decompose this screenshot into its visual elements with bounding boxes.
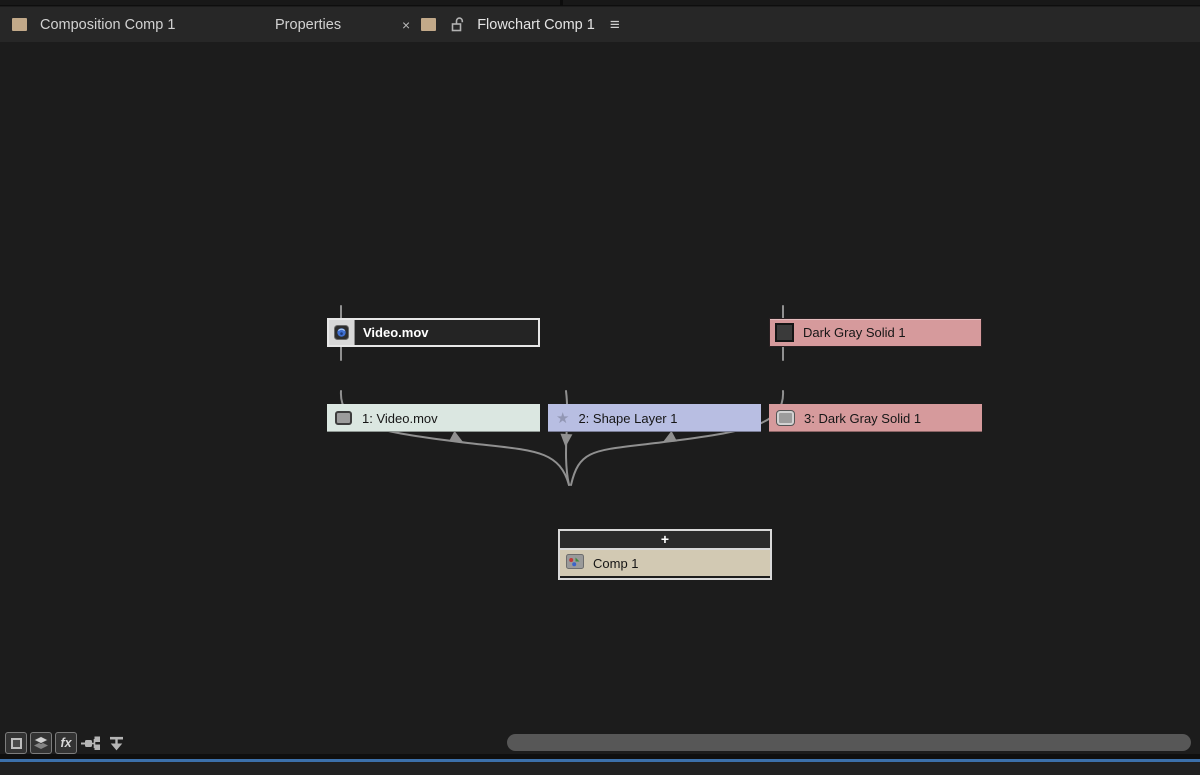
- show-layers-button[interactable]: [30, 732, 52, 754]
- connector-lines: [335, 305, 789, 486]
- horizontal-scrollbar-thumb[interactable]: [507, 734, 1191, 751]
- layers-icon: [33, 736, 49, 749]
- bottom-divider: [0, 754, 1200, 759]
- flow-direction-icon: [81, 736, 100, 750]
- node-label: 3: Dark Gray Solid 1: [804, 410, 922, 426]
- layer-icon: [335, 411, 352, 425]
- node-label: Dark Gray Solid 1: [803, 325, 906, 340]
- flowchart-toolbar: fx: [5, 732, 127, 754]
- node-footage-video[interactable]: Video.mov: [327, 318, 540, 347]
- tab-label: Flowchart Comp 1: [477, 16, 595, 33]
- unlock-icon[interactable]: [451, 17, 464, 32]
- panel-tab-bar: Composition Comp 1 Properties × Flowchar…: [0, 7, 1200, 48]
- flow-direction-button[interactable]: [80, 732, 102, 754]
- composition-icon: [566, 554, 584, 572]
- show-composition-frame-button[interactable]: [5, 732, 27, 754]
- panel-focus-border: [0, 759, 1200, 762]
- node-label: Video.mov: [363, 325, 429, 340]
- tab-composition[interactable]: Composition Comp 1: [12, 7, 175, 42]
- panel-icon: [12, 18, 27, 31]
- node-label: Comp 1: [593, 555, 639, 571]
- node-label: 2: Shape Layer 1: [578, 410, 678, 426]
- panel-menu-icon[interactable]: ≡: [609, 14, 620, 34]
- tab-label: Composition Comp 1: [40, 16, 176, 33]
- panel-icon: [421, 18, 437, 31]
- star-icon: ★: [556, 409, 570, 427]
- panel-divider: [560, 0, 563, 6]
- composition-frame-icon: [10, 737, 22, 749]
- node-layer-video[interactable]: 1: Video.mov: [327, 404, 540, 432]
- top-panel-edge: [0, 0, 1200, 6]
- tab-flowchart[interactable]: × Flowchart Comp 1 ≡: [402, 7, 620, 42]
- node-layer-solid[interactable]: 3: Dark Gray Solid 1: [769, 404, 982, 432]
- flowchart-canvas[interactable]: Video.mov Dark Gray Solid 1 1: Video.mov…: [0, 42, 1200, 754]
- footage-video-icon: [329, 320, 355, 345]
- down-arrow-bar-icon: [109, 736, 123, 750]
- composition-row[interactable]: Comp 1: [560, 550, 770, 576]
- node-footage-solid[interactable]: Dark Gray Solid 1: [769, 318, 982, 347]
- node-layer-shape[interactable]: ★ 2: Shape Layer 1: [548, 404, 761, 432]
- tab-properties[interactable]: Properties: [275, 7, 341, 42]
- fx-icon: fx: [60, 736, 72, 750]
- layer-icon: [777, 411, 794, 425]
- horizontal-scrollbar-track[interactable]: [140, 733, 1200, 752]
- solid-swatch-icon: [775, 323, 794, 342]
- bottom-strip: [0, 762, 1200, 775]
- tab-label: Properties: [275, 16, 342, 33]
- show-effects-button[interactable]: fx: [55, 732, 77, 754]
- expand-layers-button[interactable]: +: [560, 531, 770, 550]
- toggle-flow-direction-button[interactable]: [105, 732, 127, 754]
- node-composition[interactable]: + Comp 1: [558, 529, 772, 580]
- node-label: 1: Video.mov: [362, 410, 438, 426]
- close-icon[interactable]: ×: [402, 16, 411, 33]
